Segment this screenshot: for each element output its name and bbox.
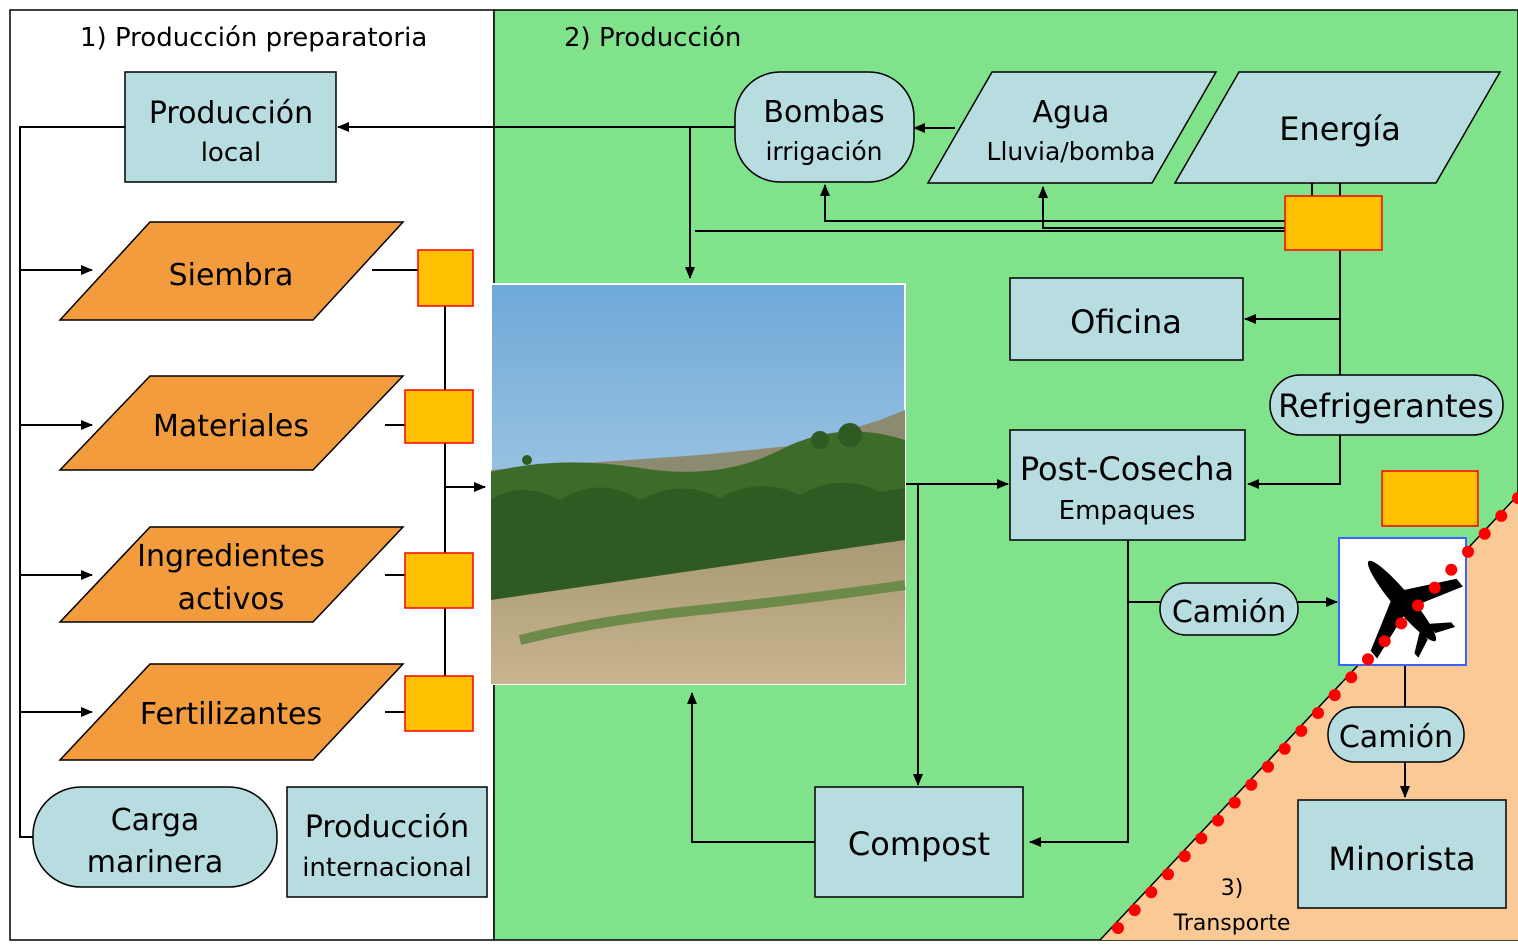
postcosecha-subtitle: Empaques bbox=[1059, 496, 1196, 526]
local-production-box bbox=[124, 71, 337, 183]
energia-energy-box bbox=[1284, 195, 1383, 251]
connectors bbox=[19, 122, 1410, 847]
postcosecha-title: Post-Cosecha bbox=[1020, 450, 1234, 488]
international-production-title: Producción bbox=[305, 810, 469, 845]
transport-energy-box bbox=[1381, 470, 1479, 527]
field-photo bbox=[490, 283, 906, 685]
energia-shape bbox=[1173, 71, 1502, 184]
camion-label-2: Camión bbox=[1339, 720, 1453, 755]
camion-shape-1 bbox=[1159, 582, 1299, 636]
local-production-subtitle: local bbox=[201, 138, 262, 168]
border-dot bbox=[1495, 509, 1508, 522]
border-dot bbox=[1378, 635, 1391, 648]
ingredientes-shape bbox=[58, 526, 405, 623]
camion-label-1: Camión bbox=[1172, 595, 1286, 630]
airplane-icon bbox=[1338, 537, 1467, 666]
border-dot bbox=[1395, 617, 1408, 630]
border-dot bbox=[1478, 527, 1491, 540]
postcosecha-box bbox=[1009, 429, 1246, 541]
fertilizantes-shape bbox=[58, 663, 405, 761]
agua-title: Agua bbox=[1033, 95, 1110, 130]
oficina-box bbox=[1009, 277, 1244, 361]
border-dot bbox=[1228, 796, 1241, 809]
border-dot bbox=[1278, 742, 1291, 755]
minorista-label: Minorista bbox=[1328, 840, 1475, 878]
bombas-subtitle: irrigación bbox=[765, 137, 882, 166]
border-dot bbox=[1262, 760, 1274, 773]
bombas-title: Bombas bbox=[763, 95, 884, 130]
international-production-box bbox=[286, 786, 488, 898]
border-dot bbox=[1412, 599, 1424, 612]
border-dot bbox=[1328, 689, 1341, 702]
bombas-shape bbox=[734, 71, 915, 183]
siembra-shape bbox=[58, 221, 405, 321]
energia-label: Energía bbox=[1279, 110, 1401, 148]
fertilizantes-energy-box bbox=[404, 675, 474, 732]
carga-marinera-line2: marinera bbox=[87, 845, 223, 880]
ingredientes-label-line2: activos bbox=[178, 582, 285, 617]
border-dot bbox=[1512, 492, 1518, 504]
transport-border-dots bbox=[1112, 492, 1518, 934]
border-dot bbox=[1428, 581, 1441, 594]
section-title-preparatory: 1) Producción preparatoria bbox=[80, 23, 427, 53]
local-production-title: Producción bbox=[149, 96, 313, 131]
border-dot bbox=[1212, 814, 1224, 827]
siembra-label: Siembra bbox=[169, 258, 294, 293]
carga-marinera-line1: Carga bbox=[111, 803, 200, 838]
border-dot bbox=[1312, 707, 1324, 719]
border-dot bbox=[1345, 671, 1358, 684]
oficina-label: Oficina bbox=[1070, 303, 1182, 341]
refrigerantes-shape bbox=[1269, 374, 1504, 436]
compost-box bbox=[814, 786, 1024, 898]
border-dot bbox=[1445, 563, 1458, 576]
carga-marinera-shape bbox=[32, 786, 278, 888]
section-title-production: 2) Producción bbox=[564, 23, 741, 53]
fertilizantes-label: Fertilizantes bbox=[140, 697, 322, 732]
international-production-subtitle: internacional bbox=[302, 853, 472, 883]
agua-subtitle: Lluvia/bomba bbox=[987, 137, 1156, 166]
border-dot bbox=[1462, 545, 1474, 558]
materiales-label: Materiales bbox=[153, 409, 309, 444]
border-dot bbox=[1245, 778, 1258, 791]
minorista-box bbox=[1297, 799, 1507, 909]
border-dot bbox=[1145, 886, 1158, 899]
refrigerantes-label: Refrigerantes bbox=[1278, 387, 1494, 425]
materiales-shape bbox=[58, 375, 405, 471]
border-dot bbox=[1178, 850, 1191, 863]
border-dot bbox=[1128, 904, 1141, 917]
border-dot bbox=[1195, 832, 1208, 845]
section-title-transport: Transporte bbox=[1173, 911, 1291, 936]
siembra-energy-box bbox=[417, 249, 474, 307]
border-dot bbox=[1112, 922, 1124, 934]
compost-label: Compost bbox=[848, 825, 990, 863]
border-dot bbox=[1162, 868, 1174, 881]
border-dot bbox=[1362, 653, 1374, 666]
camion-shape-2 bbox=[1327, 706, 1465, 763]
ingredientes-label-line1: Ingredientes bbox=[137, 539, 325, 574]
ingredientes-energy-box bbox=[404, 552, 474, 609]
materiales-energy-box bbox=[404, 389, 474, 444]
border-dot bbox=[1295, 724, 1308, 737]
agua-shape bbox=[926, 71, 1218, 184]
section-title-transport-number: 3) bbox=[1221, 876, 1244, 901]
